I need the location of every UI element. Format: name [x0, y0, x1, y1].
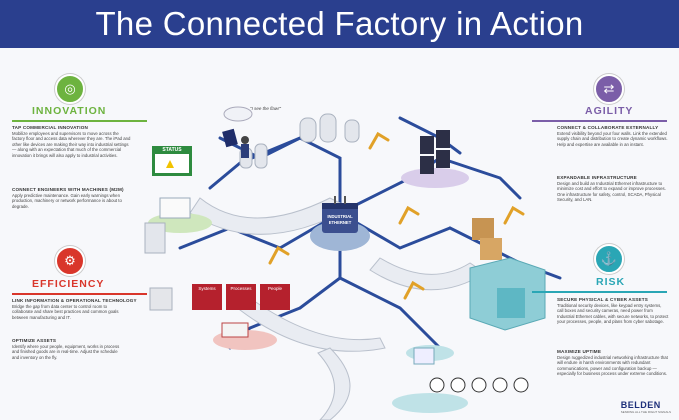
efficiency-text-1: Bridge the gap from data center to contr… [12, 304, 119, 320]
page-title: The Connected Factory in Action [95, 5, 584, 42]
lightbulb-icon: ◎ [55, 74, 85, 104]
agility-title: AGILITY [585, 105, 634, 117]
speech-bubble: "I see the flaw!" [250, 106, 281, 111]
agility-text-1: Extend visibility beyond your four walls… [557, 131, 668, 147]
risk-heading-2: MAXIMIZE UPTIME [557, 349, 602, 354]
agility-heading-2: EXPANDABLE INFRASTRUCTURE [557, 175, 637, 180]
efficiency-platform [149, 284, 290, 350]
infographic-canvas: STATUS "I see the flaw!" INDUSTRIAL ETHE… [0, 48, 679, 420]
efficiency-text-2: Identify where your people, equipment, w… [12, 344, 120, 360]
innovation-heading-2: CONNECT ENGINEERS WITH MACHINES (M2M) [12, 187, 124, 192]
status-board-label: STATUS [162, 147, 182, 153]
brand-name: BELDEN [620, 400, 661, 410]
risk-platform [392, 257, 546, 413]
status-board [152, 146, 192, 176]
risk-text-2: Design ruggedized industrial networking … [557, 355, 668, 377]
risk-rule [532, 291, 667, 293]
panel-systems: Systems [198, 286, 216, 291]
agility-heading-1: CONNECT & COLLABORATE EXTERNALLY [557, 125, 659, 130]
factory-scene [144, 106, 562, 420]
hub-label-1: INDUSTRIAL [327, 214, 353, 219]
agility-platform [401, 130, 502, 260]
gear-icon: ⚙ [55, 246, 85, 276]
bottom-device-icons [429, 377, 529, 393]
innovation-text-2: Apply predictive maintenance. Gain early… [12, 193, 122, 209]
innovation-rule [12, 120, 147, 122]
efficiency-heading-2: OPTIMIZE ASSETS [12, 338, 57, 343]
innovation-heading-1: TAP COMMERCIAL INNOVATION [12, 125, 89, 130]
risk-heading-1: SECURE PHYSICAL & CYBER ASSETS [557, 297, 648, 302]
risk-text-1: Traditional security devices, like keypa… [557, 303, 669, 325]
hub-label-2: ETHERNET [328, 220, 352, 225]
cloud-icon [222, 106, 253, 148]
title-banner: The Connected Factory in Action [0, 0, 679, 48]
efficiency-title: EFFICIENCY [32, 278, 105, 290]
belden-logo: BELDEN SENDING ALL THE RIGHT SIGNALS [621, 400, 671, 414]
innovation-text-1: Mobilize employees and supervisors to mo… [12, 131, 131, 158]
innovation-title: INNOVATION [32, 105, 107, 117]
agility-text-2: Design and build an Industrial Ethernet … [557, 181, 666, 203]
innovation-platform [144, 136, 249, 254]
efficiency-rule [12, 293, 147, 295]
efficiency-heading-1: LINK INFORMATION & OPERATIONAL TECHNOLOG… [12, 298, 137, 303]
risk-title: RISK [596, 276, 626, 288]
shield-icon: ⚓ [594, 244, 624, 274]
arrows-icon: ⇄ [594, 74, 624, 104]
panel-processes: Processes [230, 286, 252, 291]
ethernet-hub [310, 196, 370, 251]
brand-tagline: SENDING ALL THE RIGHT SIGNALS [620, 410, 671, 414]
agility-rule [532, 120, 667, 122]
panel-people: People [267, 286, 282, 291]
